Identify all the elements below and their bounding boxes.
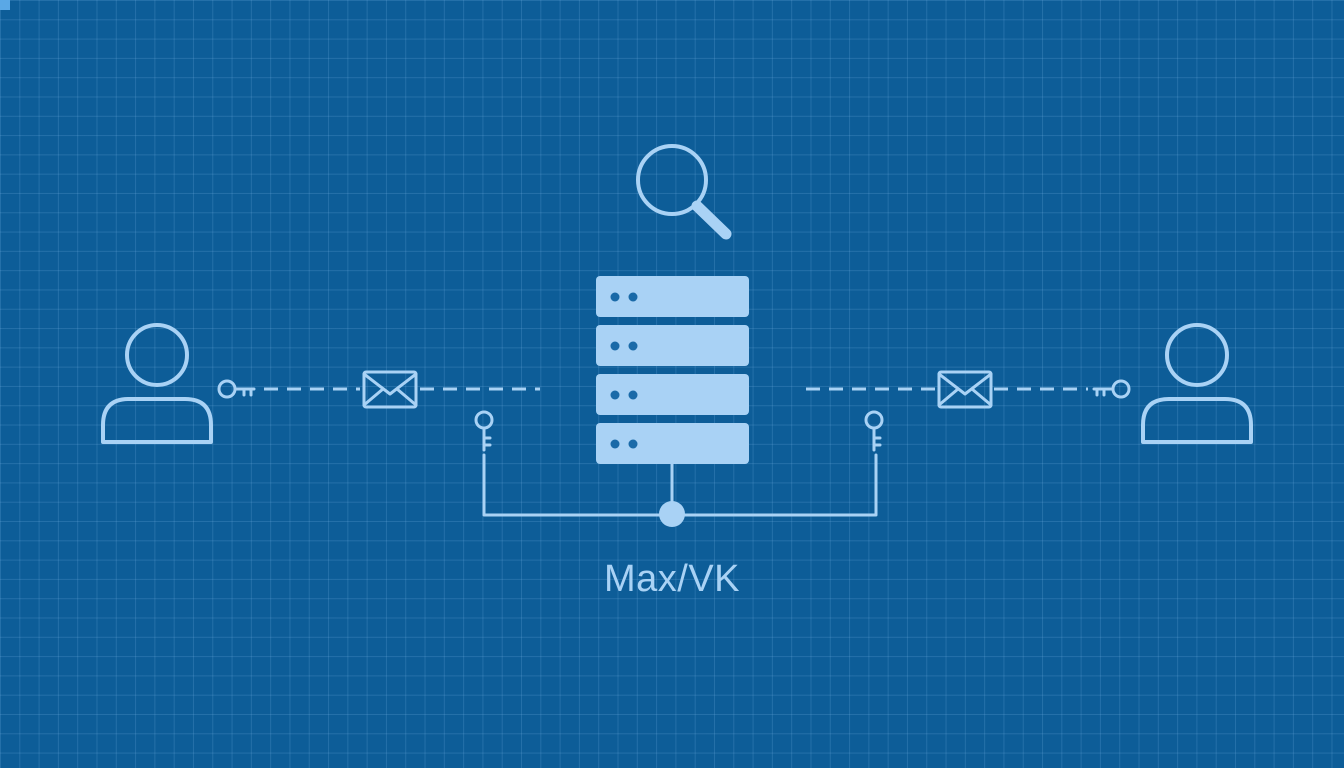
sender-user-icon [101, 323, 213, 444]
server-connector-bus [482, 453, 878, 527]
recipient-envelope-icon [937, 370, 993, 409]
corner-marker [0, 0, 10, 10]
left-bus-key-icon [474, 410, 494, 452]
recipient-user-icon [1141, 323, 1253, 444]
magnifier-icon [636, 144, 732, 240]
right-bus-key-icon [864, 410, 884, 452]
server-stack-icon [596, 276, 749, 464]
recipient-key-icon [1092, 379, 1131, 399]
service-label: Max/VK [603, 558, 741, 600]
sender-envelope-icon [362, 370, 418, 409]
sender-key-icon [217, 379, 256, 399]
